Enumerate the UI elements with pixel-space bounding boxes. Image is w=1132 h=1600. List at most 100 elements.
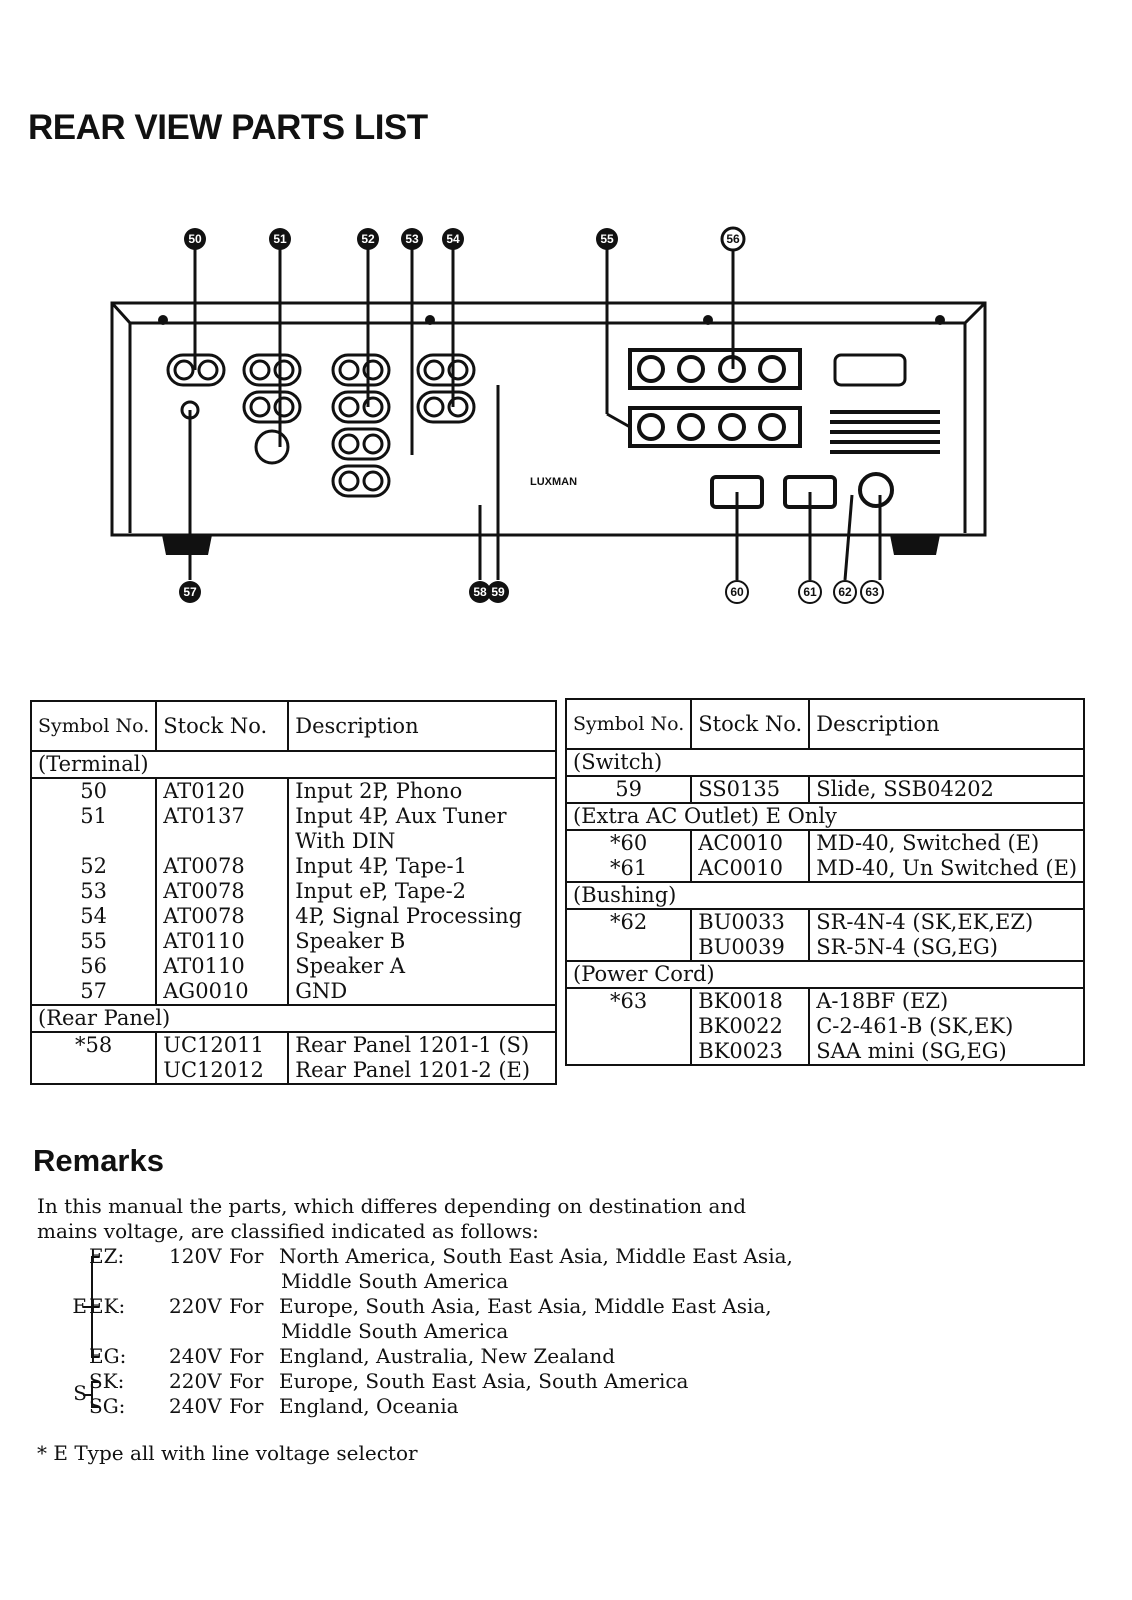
stock-cell: AT0078 — [155, 904, 290, 929]
callouts-bottom: 57 58 59 60 61 62 63 — [179, 580, 884, 604]
voltage-value: 220V — [169, 1369, 222, 1393]
parts-table-left: Symbol No. Stock No. Description (Termin… — [29, 700, 557, 1085]
svg-text:61: 61 — [803, 585, 817, 599]
symbol-cell — [564, 1039, 693, 1065]
regions-text: North America, South East Asia, Middle E… — [279, 1244, 793, 1268]
brand-logo: LUXMAN — [530, 476, 577, 488]
description-cell: With DIN — [287, 829, 557, 854]
stock-cell — [155, 829, 290, 854]
chassis-outline — [110, 301, 987, 537]
description-cell: SR-5N-4 (SG,EG) — [808, 935, 1086, 961]
group-label: E — [72, 1294, 87, 1318]
stock-cell: AT0110 — [155, 954, 290, 979]
voltage-value: 220V — [169, 1294, 222, 1318]
remarks-body: In this manual the parts, which differes… — [37, 1194, 1037, 1466]
regions-text: England, Oceania — [279, 1394, 459, 1418]
description-cell: Input 4P, Aux Tuner — [287, 804, 557, 829]
section-label: (Rear Panel) — [30, 1004, 557, 1033]
section-label: (Bushing) — [564, 881, 1086, 910]
voltage-value: 120V — [169, 1244, 222, 1268]
for-label: For — [229, 1244, 264, 1268]
symbol-cell: 59 — [564, 775, 693, 803]
col-stock: Stock No. — [155, 701, 290, 752]
for-label: For — [229, 1369, 264, 1393]
svg-text:59: 59 — [491, 585, 505, 599]
callout-55: 55 — [596, 228, 618, 250]
callout-57: 57 — [179, 581, 201, 603]
section-label: (Terminal) — [30, 750, 557, 779]
section-label: (Extra AC Outlet) E Only — [564, 802, 1086, 831]
foot-left — [162, 535, 212, 555]
group-label: S — [73, 1381, 87, 1405]
stock-cell: BK0023 — [690, 1039, 811, 1065]
description-cell: Rear Panel 1201-1 (S) — [287, 1031, 557, 1058]
code-label: EK: — [89, 1294, 126, 1318]
svg-text:53: 53 — [405, 232, 419, 246]
symbol-cell: 50 — [29, 777, 158, 804]
description-cell: GND — [287, 979, 557, 1005]
table-row: With DIN — [29, 829, 557, 854]
col-symbol: Symbol No. — [29, 701, 158, 752]
stock-cell: AT0120 — [155, 777, 290, 804]
stock-cell: SS0135 — [690, 775, 811, 803]
voltage-value: 240V — [169, 1344, 222, 1368]
callout-50: 50 — [184, 228, 206, 250]
symbol-cell: 54 — [29, 904, 158, 929]
symbol-cell — [564, 1014, 693, 1039]
remarks-title: Remarks — [33, 1143, 164, 1178]
foot-right — [890, 535, 940, 555]
svg-text:63: 63 — [865, 585, 879, 599]
stock-cell: AT0110 — [155, 929, 290, 954]
col-description: Description — [287, 701, 557, 752]
callout-58: 58 — [469, 581, 491, 603]
svg-text:51: 51 — [273, 232, 287, 246]
symbol-cell: 53 — [29, 879, 158, 904]
stock-cell: AC0010 — [690, 856, 811, 882]
remarks-intro-1: In this manual the parts, which differes… — [37, 1194, 747, 1218]
section-row: (Switch) — [564, 748, 1086, 777]
callout-62: 62 — [833, 580, 857, 604]
callout-52: 52 — [357, 228, 379, 250]
ac-outlets — [710, 475, 837, 509]
for-label: For — [229, 1344, 264, 1368]
description-cell: 4P, Signal Processing — [287, 904, 557, 929]
table-header: Symbol No. Stock No. Description — [564, 699, 1086, 750]
description-cell: Speaker B — [287, 929, 557, 954]
footnote: * E Type all with line voltage selector — [37, 1441, 418, 1465]
section-label: (Power Cord) — [564, 960, 1086, 989]
symbol-cell: *60 — [564, 829, 693, 856]
callout-61: 61 — [798, 580, 822, 604]
callout-59: 59 — [487, 581, 509, 603]
rear-panel-diagram: LUXMAN 50 51 52 53 54 55 56 57 58 59 60 … — [110, 226, 987, 604]
col-stock: Stock No. — [690, 699, 811, 750]
description-cell: Rear Panel 1201-2 (E) — [287, 1058, 557, 1084]
svg-text:52: 52 — [361, 232, 375, 246]
power-cord-bushing — [858, 472, 894, 508]
section-row: (Power Cord) — [564, 960, 1086, 989]
svg-text:54: 54 — [446, 232, 460, 246]
symbol-cell: 55 — [29, 929, 158, 954]
svg-text:57: 57 — [183, 585, 197, 599]
description-cell: MD-40, Switched (E) — [808, 829, 1086, 856]
regions-continuation: Middle South America — [281, 1269, 509, 1293]
description-cell: Input 2P, Phono — [287, 777, 557, 804]
description-cell: SAA mini (SG,EG) — [808, 1039, 1086, 1065]
code-label: SK: — [89, 1369, 125, 1393]
description-cell: C-2-461-B (SK,EK) — [808, 1014, 1086, 1039]
description-cell: MD-40, Un Switched (E) — [808, 856, 1086, 882]
